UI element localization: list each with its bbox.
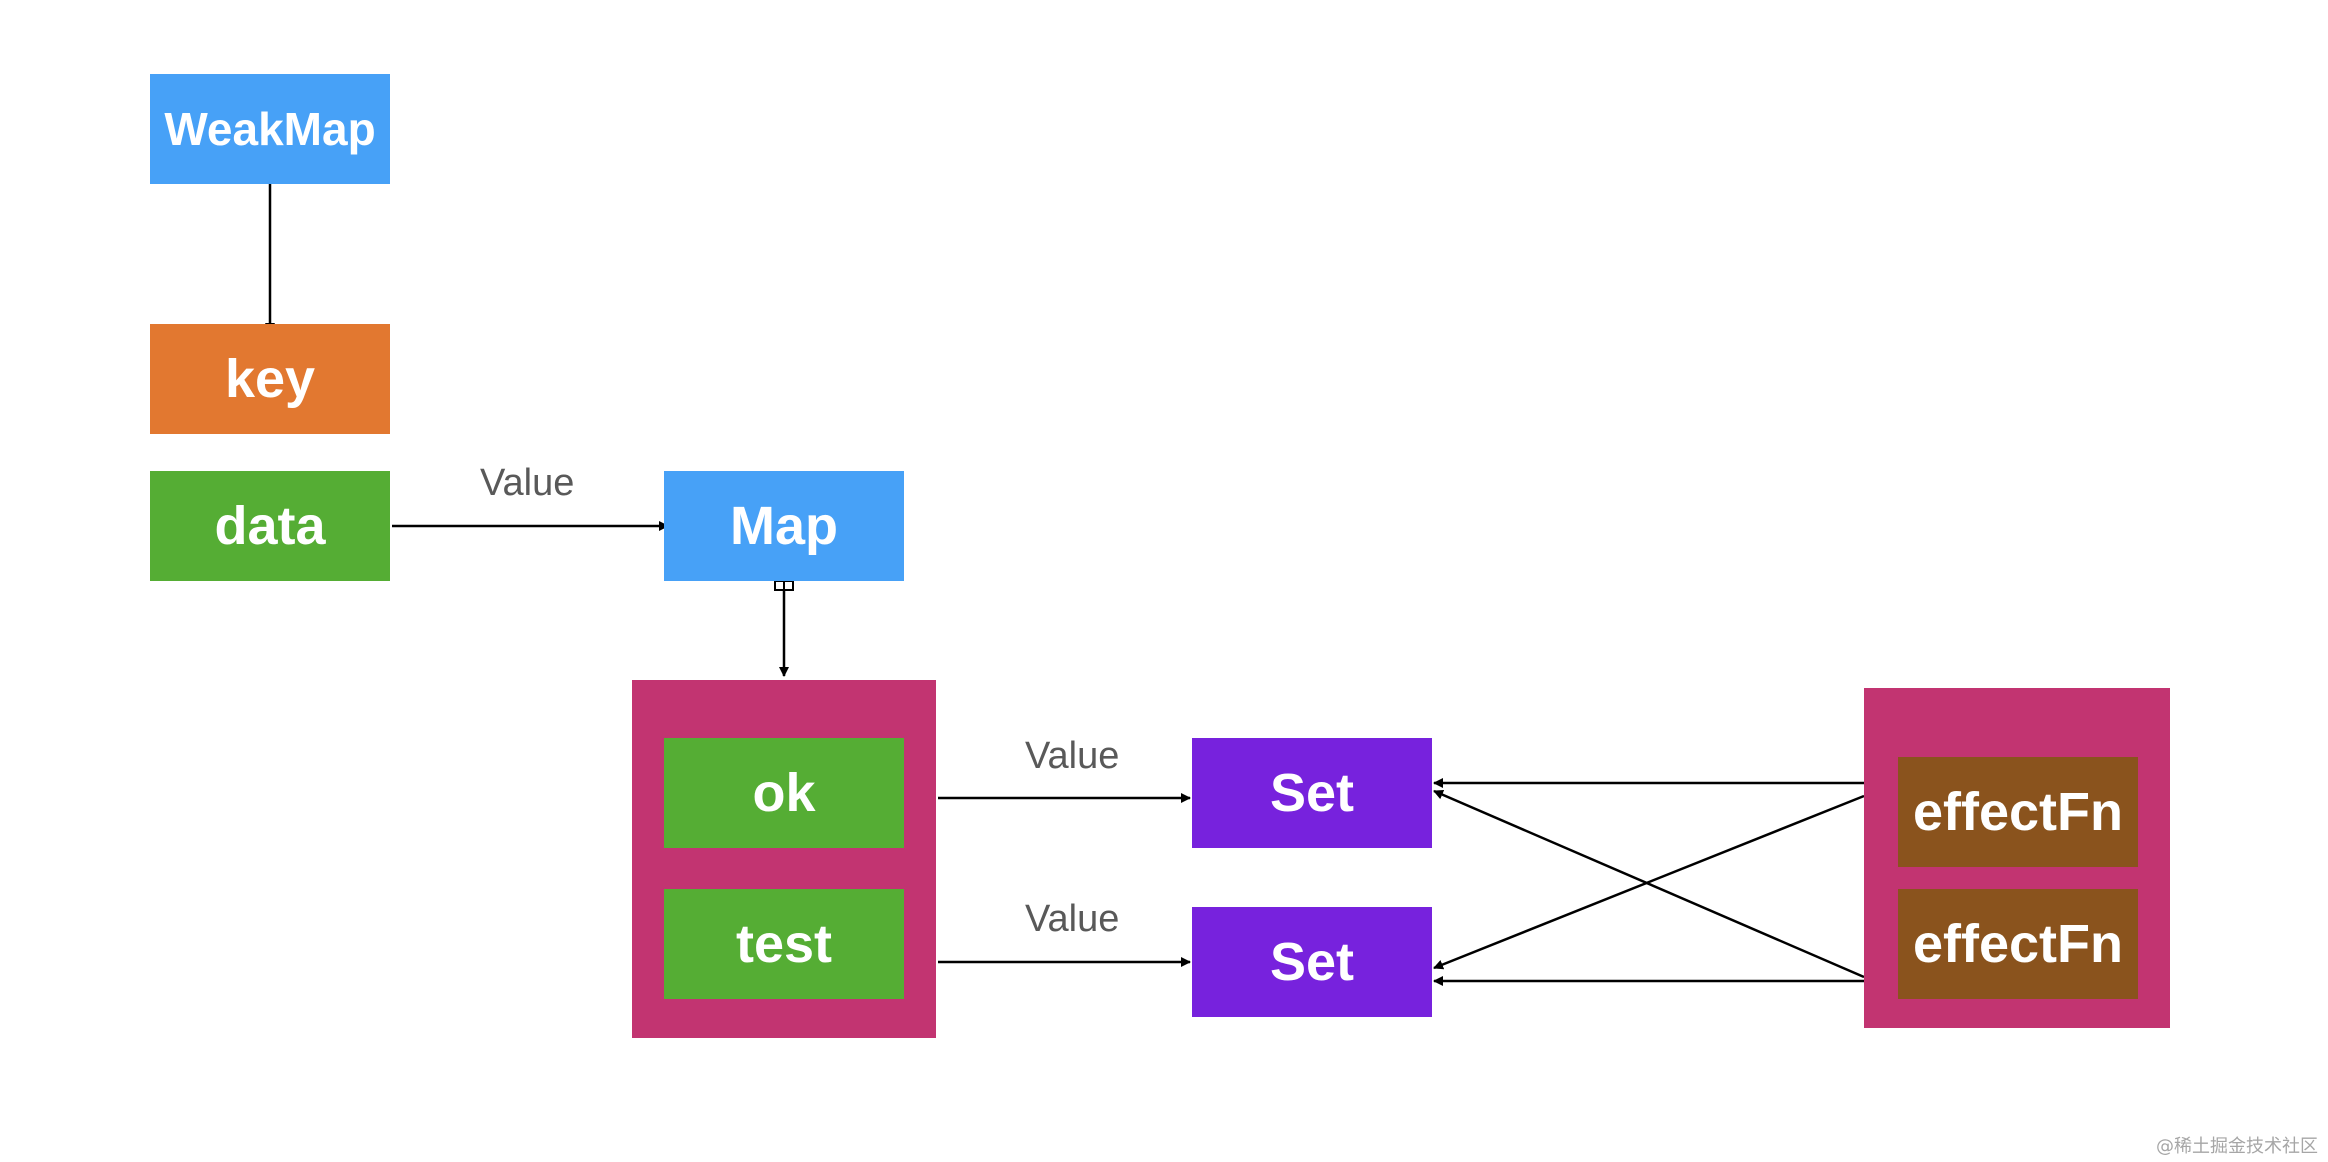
effectfn-node-top: effectFn (1898, 757, 2138, 867)
arrow-cross-to-set-top (1433, 789, 1865, 979)
set-node-bottom: Set (1192, 907, 1432, 1017)
edge-label-data-map: Value (480, 462, 575, 504)
test-node: test (664, 889, 904, 999)
map-node: Map (664, 471, 904, 581)
edge-label-ok-set: Value (1025, 735, 1120, 777)
weakmap-node: WeakMap (150, 74, 390, 184)
data-node: data (150, 471, 390, 581)
effectfn-node-bottom: effectFn (1898, 889, 2138, 999)
key-node: key (150, 324, 390, 434)
watermark: @稀土掘金技术社区 (2156, 1136, 2318, 1157)
edge-label-test-set: Value (1025, 898, 1120, 940)
arrow-cross-to-set-bottom (1433, 794, 1865, 970)
set-node-top: Set (1192, 738, 1432, 848)
ok-node: ok (664, 738, 904, 848)
